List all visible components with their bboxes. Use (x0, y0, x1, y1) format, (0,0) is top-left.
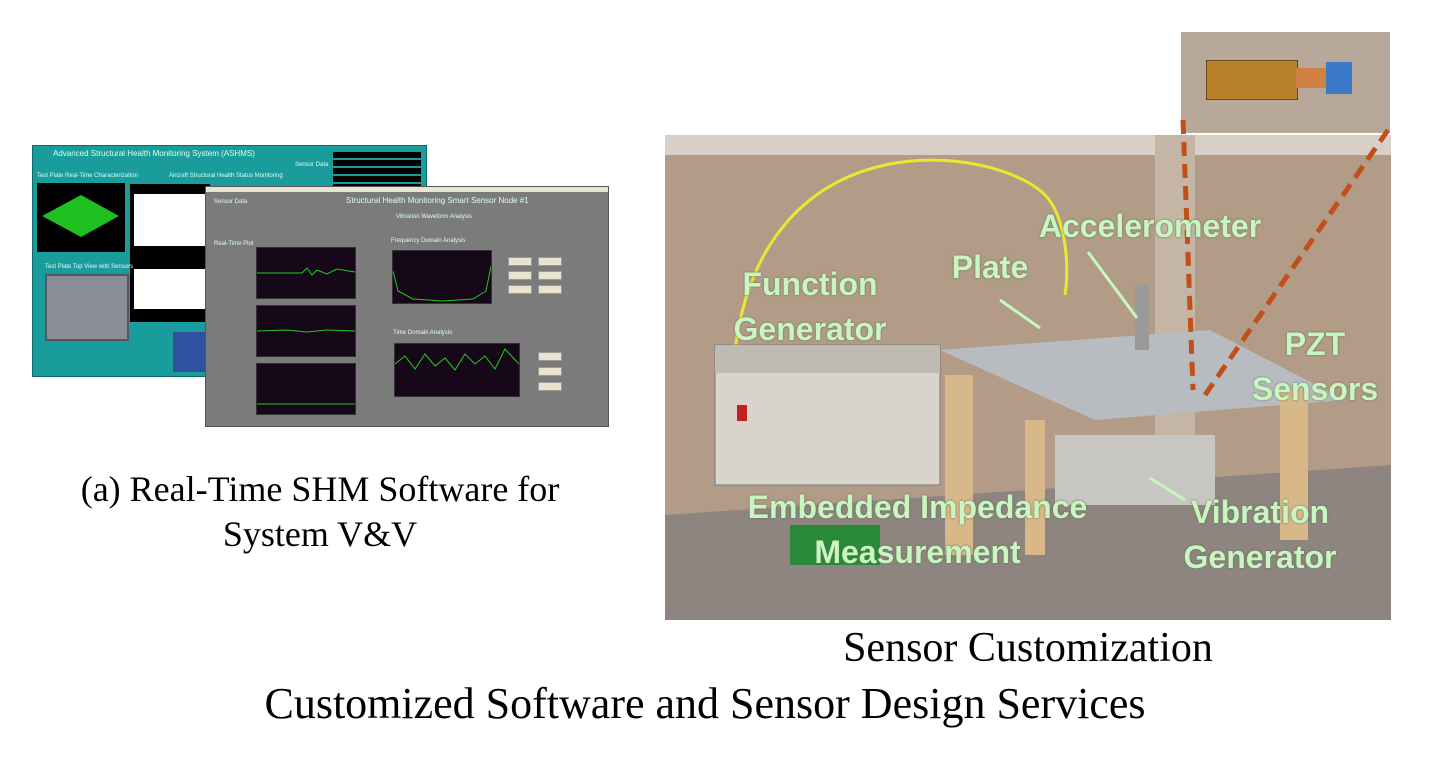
realtime-plot-label: Real-Time Plot (214, 241, 254, 247)
aircraft-view (130, 184, 210, 322)
label-vibration-2: Generator (1183, 539, 1337, 575)
software-caption-2: System V&V (222, 514, 418, 554)
sensor-readouts (333, 152, 421, 192)
ashms-title: Advanced Structural Health Monitoring Sy… (53, 149, 255, 158)
realtime-plot-3 (256, 363, 356, 415)
analysis-button[interactable] (508, 257, 532, 266)
plate-top-label: Test Plate Top View with Sensors (45, 264, 134, 270)
label-pzt-1: PZT (1284, 326, 1346, 362)
time-button[interactable] (538, 367, 562, 376)
time-domain-plot (394, 343, 520, 397)
analysis-button[interactable] (538, 285, 562, 294)
frequency-label: Frequency Domain Analysis (391, 238, 466, 244)
plate-photo (45, 274, 129, 341)
label-plate: Plate (951, 249, 1029, 285)
sensor-caption: Sensor Customization (843, 625, 1213, 671)
software-caption-1: (a) Real-Time SHM Software for (80, 469, 560, 509)
front-sensor-data-label: Sensor Data (214, 199, 248, 205)
analysis-button[interactable] (508, 271, 532, 280)
time-button[interactable] (538, 352, 562, 361)
frequency-plot (392, 250, 492, 304)
label-impedance-2: Measurement (814, 534, 1021, 570)
pzt-inset-photo (1181, 32, 1390, 133)
node-title: Structural Health Monitoring Smart Senso… (346, 196, 529, 205)
vibration-label: Vibration Waveform Analysis (396, 214, 473, 220)
label-impedance-1: Embedded Impedance (747, 489, 1088, 525)
label-pzt-2: Sensors (1251, 371, 1379, 407)
aircraft-status-label: Aircraft Structural Health Status Monito… (169, 173, 283, 179)
plate-3d-view (37, 183, 125, 252)
time-domain-label: Time Domain Analysis (393, 330, 453, 336)
main-caption: Customized Software and Sensor Design Se… (264, 679, 1146, 728)
label-function-generator-2: Generator (733, 311, 887, 347)
label-accelerometer: Accelerometer (1038, 208, 1262, 244)
smart-sensor-window: Structural Health Monitoring Smart Senso… (205, 186, 609, 427)
label-vibration-1: Vibration (1190, 494, 1330, 530)
time-button[interactable] (538, 382, 562, 391)
sensor-setup-photo (665, 135, 1391, 620)
realtime-plot-1 (256, 247, 356, 299)
sensor-data-label: Sensor Data (295, 162, 329, 168)
analysis-button[interactable] (538, 257, 562, 266)
plate-char-label: Test Plate Real-Time Characterization (37, 173, 138, 179)
analysis-button[interactable] (538, 271, 562, 280)
agm-logo (173, 332, 209, 372)
realtime-plot-2 (256, 305, 356, 357)
label-function-generator-1: Function (742, 266, 878, 302)
analysis-button[interactable] (508, 285, 532, 294)
